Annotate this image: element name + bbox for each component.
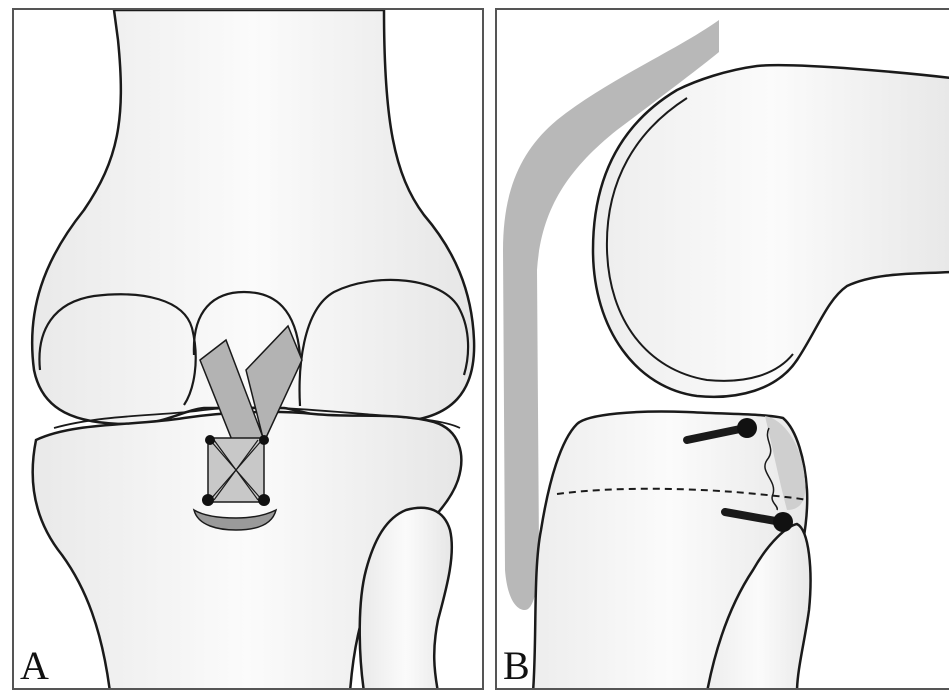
- panel-b: B: [495, 8, 949, 690]
- panel-a-label: A: [20, 646, 49, 686]
- panel-a: A: [12, 8, 484, 690]
- femur-lateral: [593, 65, 949, 397]
- knee-front-illustration: [14, 10, 484, 690]
- panel-b-label: B: [503, 646, 530, 686]
- knee-lateral-illustration: [497, 10, 949, 690]
